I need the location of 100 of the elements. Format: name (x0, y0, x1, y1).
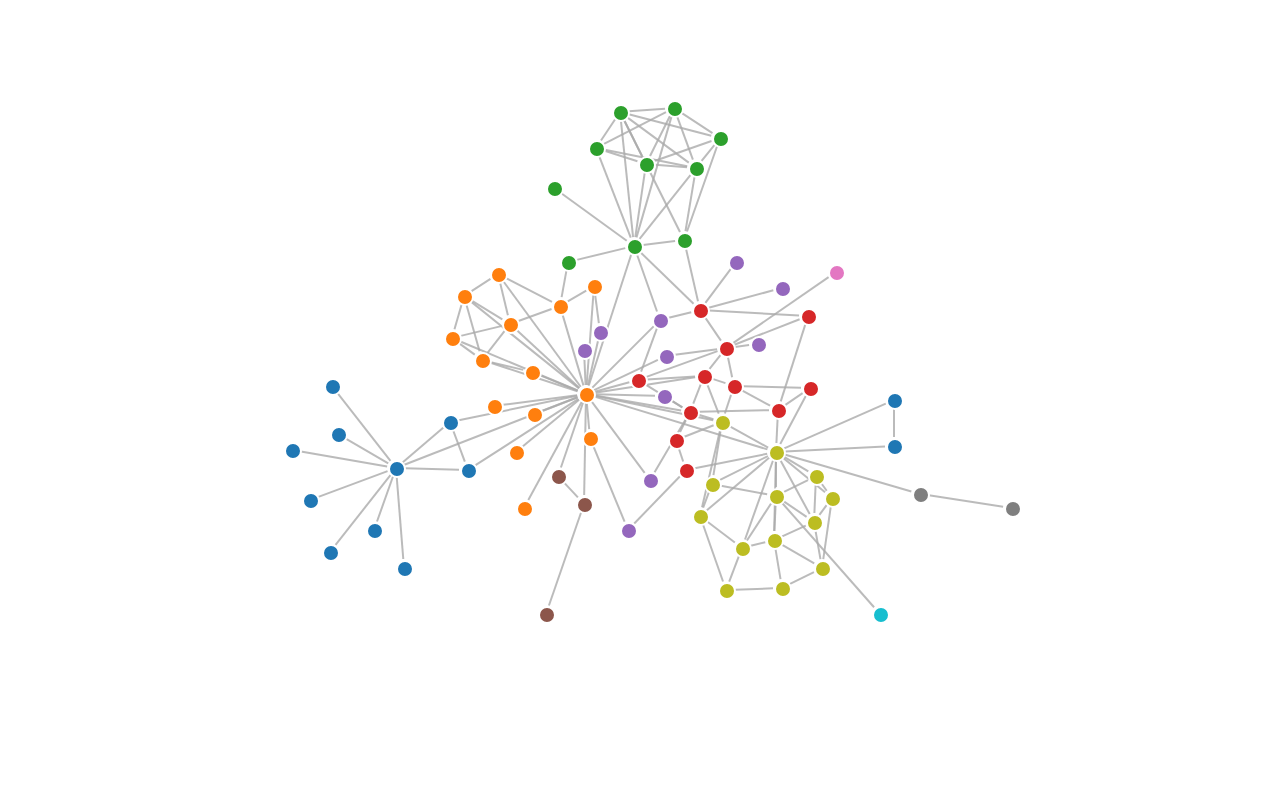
graph-node (507, 443, 525, 461)
graph-edge (489, 361, 525, 371)
graph-edge (334, 474, 392, 546)
graph-edge (641, 240, 677, 246)
graph-edge (649, 115, 671, 157)
graph-node (675, 231, 693, 249)
graph-edge (587, 253, 633, 387)
graph-node (485, 397, 503, 415)
graph-node (767, 487, 785, 505)
graph-node (651, 311, 669, 329)
graph-edge (547, 511, 583, 607)
graph-edge (774, 547, 782, 581)
graph-edge (593, 394, 683, 412)
graph-edge (779, 323, 807, 403)
graph-edge (593, 381, 631, 393)
graph-edge (818, 504, 828, 516)
graph-edge (680, 111, 714, 135)
graph-node (911, 485, 929, 503)
graph-edge (593, 394, 715, 422)
graph-node (537, 605, 555, 623)
graph-edge (704, 316, 722, 342)
graph-node (525, 405, 543, 423)
graph-node (885, 437, 903, 455)
graph-edge (781, 524, 807, 538)
graph-node (805, 513, 823, 531)
graph-node (629, 371, 647, 389)
graph-node (443, 329, 461, 347)
graph-edge (733, 344, 751, 348)
graph-edge (585, 294, 595, 386)
graph-edge (619, 119, 635, 239)
graph-edge (783, 402, 887, 450)
graph-edge (594, 293, 600, 325)
graph-node (323, 377, 341, 395)
graph-edge (708, 309, 800, 317)
graph-edge (598, 155, 632, 239)
graph-edge (603, 149, 639, 163)
graph-node (365, 521, 383, 539)
graph-node (551, 297, 569, 315)
graph-edge (701, 429, 721, 509)
graph-node (765, 531, 783, 549)
graph-edge (583, 402, 587, 496)
graph-node (681, 403, 699, 421)
graph-edge (683, 424, 715, 438)
graph-edge (633, 475, 681, 525)
graph-edge (489, 361, 579, 393)
graph-edge (470, 299, 504, 321)
graph-edge (593, 358, 659, 392)
graph-node (545, 179, 563, 197)
graph-edge (603, 111, 667, 145)
graph-node (667, 431, 685, 449)
graph-node (703, 475, 721, 493)
graph-edge (711, 377, 727, 385)
graph-edge (628, 107, 666, 113)
graph-node (799, 307, 817, 325)
graph-edge (636, 253, 658, 313)
graph-edge (459, 325, 503, 337)
graph-edge (773, 460, 777, 532)
graph-node (523, 363, 541, 381)
graph-edge (583, 358, 587, 386)
graph-edge (499, 281, 509, 317)
graph-edge (708, 354, 722, 370)
graph-edge (779, 394, 807, 446)
graph-edge (702, 491, 710, 509)
graph-edge (707, 289, 775, 309)
graph-edge (698, 409, 770, 413)
graph-node (823, 489, 841, 507)
graph-edge (893, 408, 895, 438)
graph-node (749, 335, 767, 353)
graph-node (473, 351, 491, 369)
graph-node (501, 315, 519, 333)
graph-edge (563, 481, 579, 499)
graph-edge (677, 447, 685, 463)
graph-node (885, 391, 903, 409)
graph-edge (697, 413, 715, 421)
graph-node (813, 559, 831, 577)
graph-edge (635, 115, 673, 239)
graph-node (801, 379, 819, 397)
graph-node (489, 265, 507, 283)
graph-node (575, 495, 593, 513)
graph-node (727, 253, 745, 271)
graph-edge (452, 429, 466, 463)
graph-edge (575, 247, 627, 261)
graph-edge (646, 375, 696, 381)
graph-edge (700, 144, 716, 162)
graph-edge (775, 418, 779, 444)
graph-edge (344, 437, 390, 465)
graph-edge (789, 571, 815, 585)
graph-edge (728, 425, 770, 449)
graph-edge (566, 289, 588, 303)
graph-edge (712, 429, 722, 477)
graph-node (515, 499, 533, 517)
graph-edge (686, 145, 718, 233)
graph-node (657, 347, 675, 365)
graph-edge (559, 401, 585, 469)
graph-edge (822, 505, 832, 561)
graph-node (767, 443, 785, 461)
graph-edge (733, 318, 801, 346)
graph-edge (645, 350, 719, 378)
graph-edge (667, 311, 693, 319)
graph-node (717, 339, 735, 357)
